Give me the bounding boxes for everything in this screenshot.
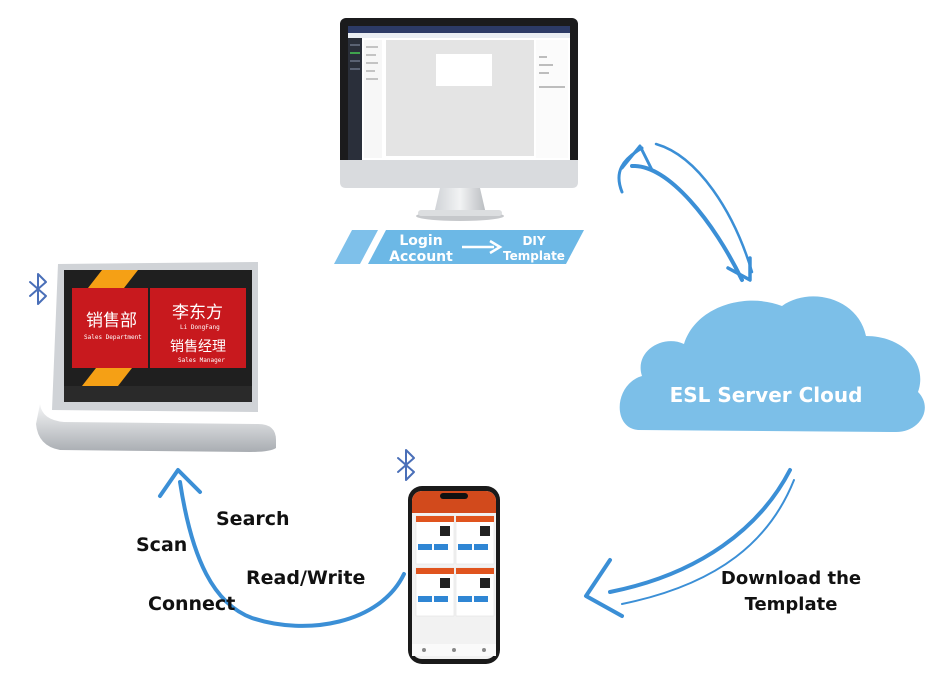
bluetooth-link-arrow	[158, 468, 406, 628]
banner-login-line1: Login	[399, 233, 443, 249]
banner-diy: DIY Template	[498, 234, 570, 264]
connect-label: Connect	[148, 593, 236, 615]
name-zh: 李东方	[172, 303, 223, 323]
server-cloud	[619, 296, 925, 432]
bluetooth-icon-phone	[397, 449, 415, 481]
banner-diy-line1: DIY	[522, 234, 546, 248]
bluetooth-icon-tag	[29, 273, 47, 305]
smartphone	[408, 486, 500, 664]
title-en: Sales Manager	[178, 357, 225, 364]
name-en: Li DongFang	[180, 324, 220, 331]
download-arrow	[584, 468, 795, 618]
banner-diy-line2: Template	[503, 249, 565, 263]
title-zh: 销售经理	[170, 339, 226, 355]
desk-tag	[36, 262, 276, 452]
dept-en: Sales Department	[84, 334, 142, 341]
banner-arrow-head	[489, 239, 503, 255]
banner-login: Login Account	[388, 233, 454, 265]
read-write-label: Read/Write	[246, 567, 366, 589]
cloud-label: ESL Server Cloud	[669, 383, 863, 407]
dept-zh: 销售部	[86, 311, 137, 331]
dept-panel	[72, 288, 148, 368]
login-banner	[334, 230, 584, 264]
search-label: Search	[216, 508, 290, 530]
orange-stripe-bottom	[82, 368, 132, 386]
sync-arrows	[617, 142, 754, 282]
scan-label: Scan	[136, 534, 188, 556]
name-panel	[150, 288, 246, 368]
orange-stripe-top	[88, 270, 138, 288]
monitor	[340, 18, 578, 221]
download-line2: Template	[744, 594, 838, 615]
banner-login-line2: Account	[389, 249, 453, 265]
download-label: Download the Template	[706, 566, 876, 618]
download-line1: Download the	[720, 568, 862, 589]
